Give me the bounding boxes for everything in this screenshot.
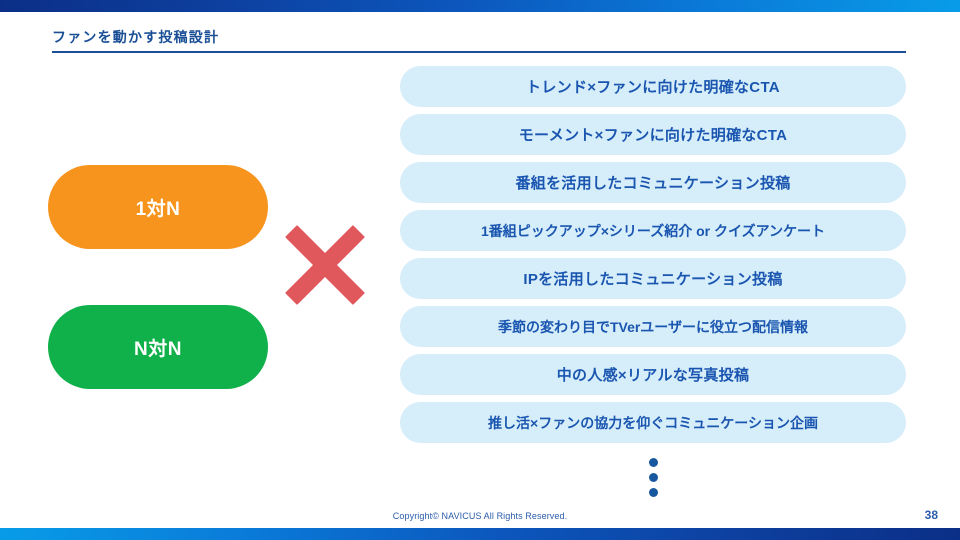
slide-header: ファンを動かす投稿設計 — [52, 28, 906, 53]
footer-copyright: Copyright© NAVICUS All Rights Reserved. — [392, 511, 568, 521]
bottom-gradient-bar — [0, 528, 960, 540]
list-item: トレンド×ファンに向けた明確なCTA — [400, 66, 906, 107]
capsule-n-to-n: N対N — [48, 305, 268, 389]
list-item: 中の人感×リアルな写真投稿 — [400, 354, 906, 395]
ellipsis-dot — [648, 488, 658, 497]
capsule-one-to-n: 1対N — [48, 165, 268, 249]
list-item: 番組を活用したコミュニケーション投稿 — [400, 162, 906, 203]
list-item: 1番組ピックアップ×シリーズ紹介 or クイズアンケート — [400, 210, 906, 251]
list-item: IPを活用したコミュニケーション投稿 — [400, 258, 906, 299]
idea-list: トレンド×ファンに向けた明確なCTA モーメント×ファンに向けた明確なCTA 番… — [400, 66, 906, 450]
page-number: 38 — [924, 508, 938, 522]
multiply-cross-icon — [283, 223, 367, 307]
list-item: 推し活×ファンの協力を仰ぐコミュニケーション企画 — [400, 402, 906, 443]
ellipsis-dot — [648, 473, 658, 482]
top-gradient-bar — [0, 0, 960, 12]
ellipsis-dot — [648, 458, 658, 467]
list-item: 季節の変わり目でTVerユーザーに役立つ配信情報 — [400, 306, 906, 347]
vertical-ellipsis-icon — [400, 458, 906, 497]
list-item: モーメント×ファンに向けた明確なCTA — [400, 114, 906, 155]
audience-model-group: 1対N N対N — [48, 165, 268, 389]
page-title: ファンを動かす投稿設計 — [52, 29, 220, 45]
header-divider — [52, 51, 906, 53]
